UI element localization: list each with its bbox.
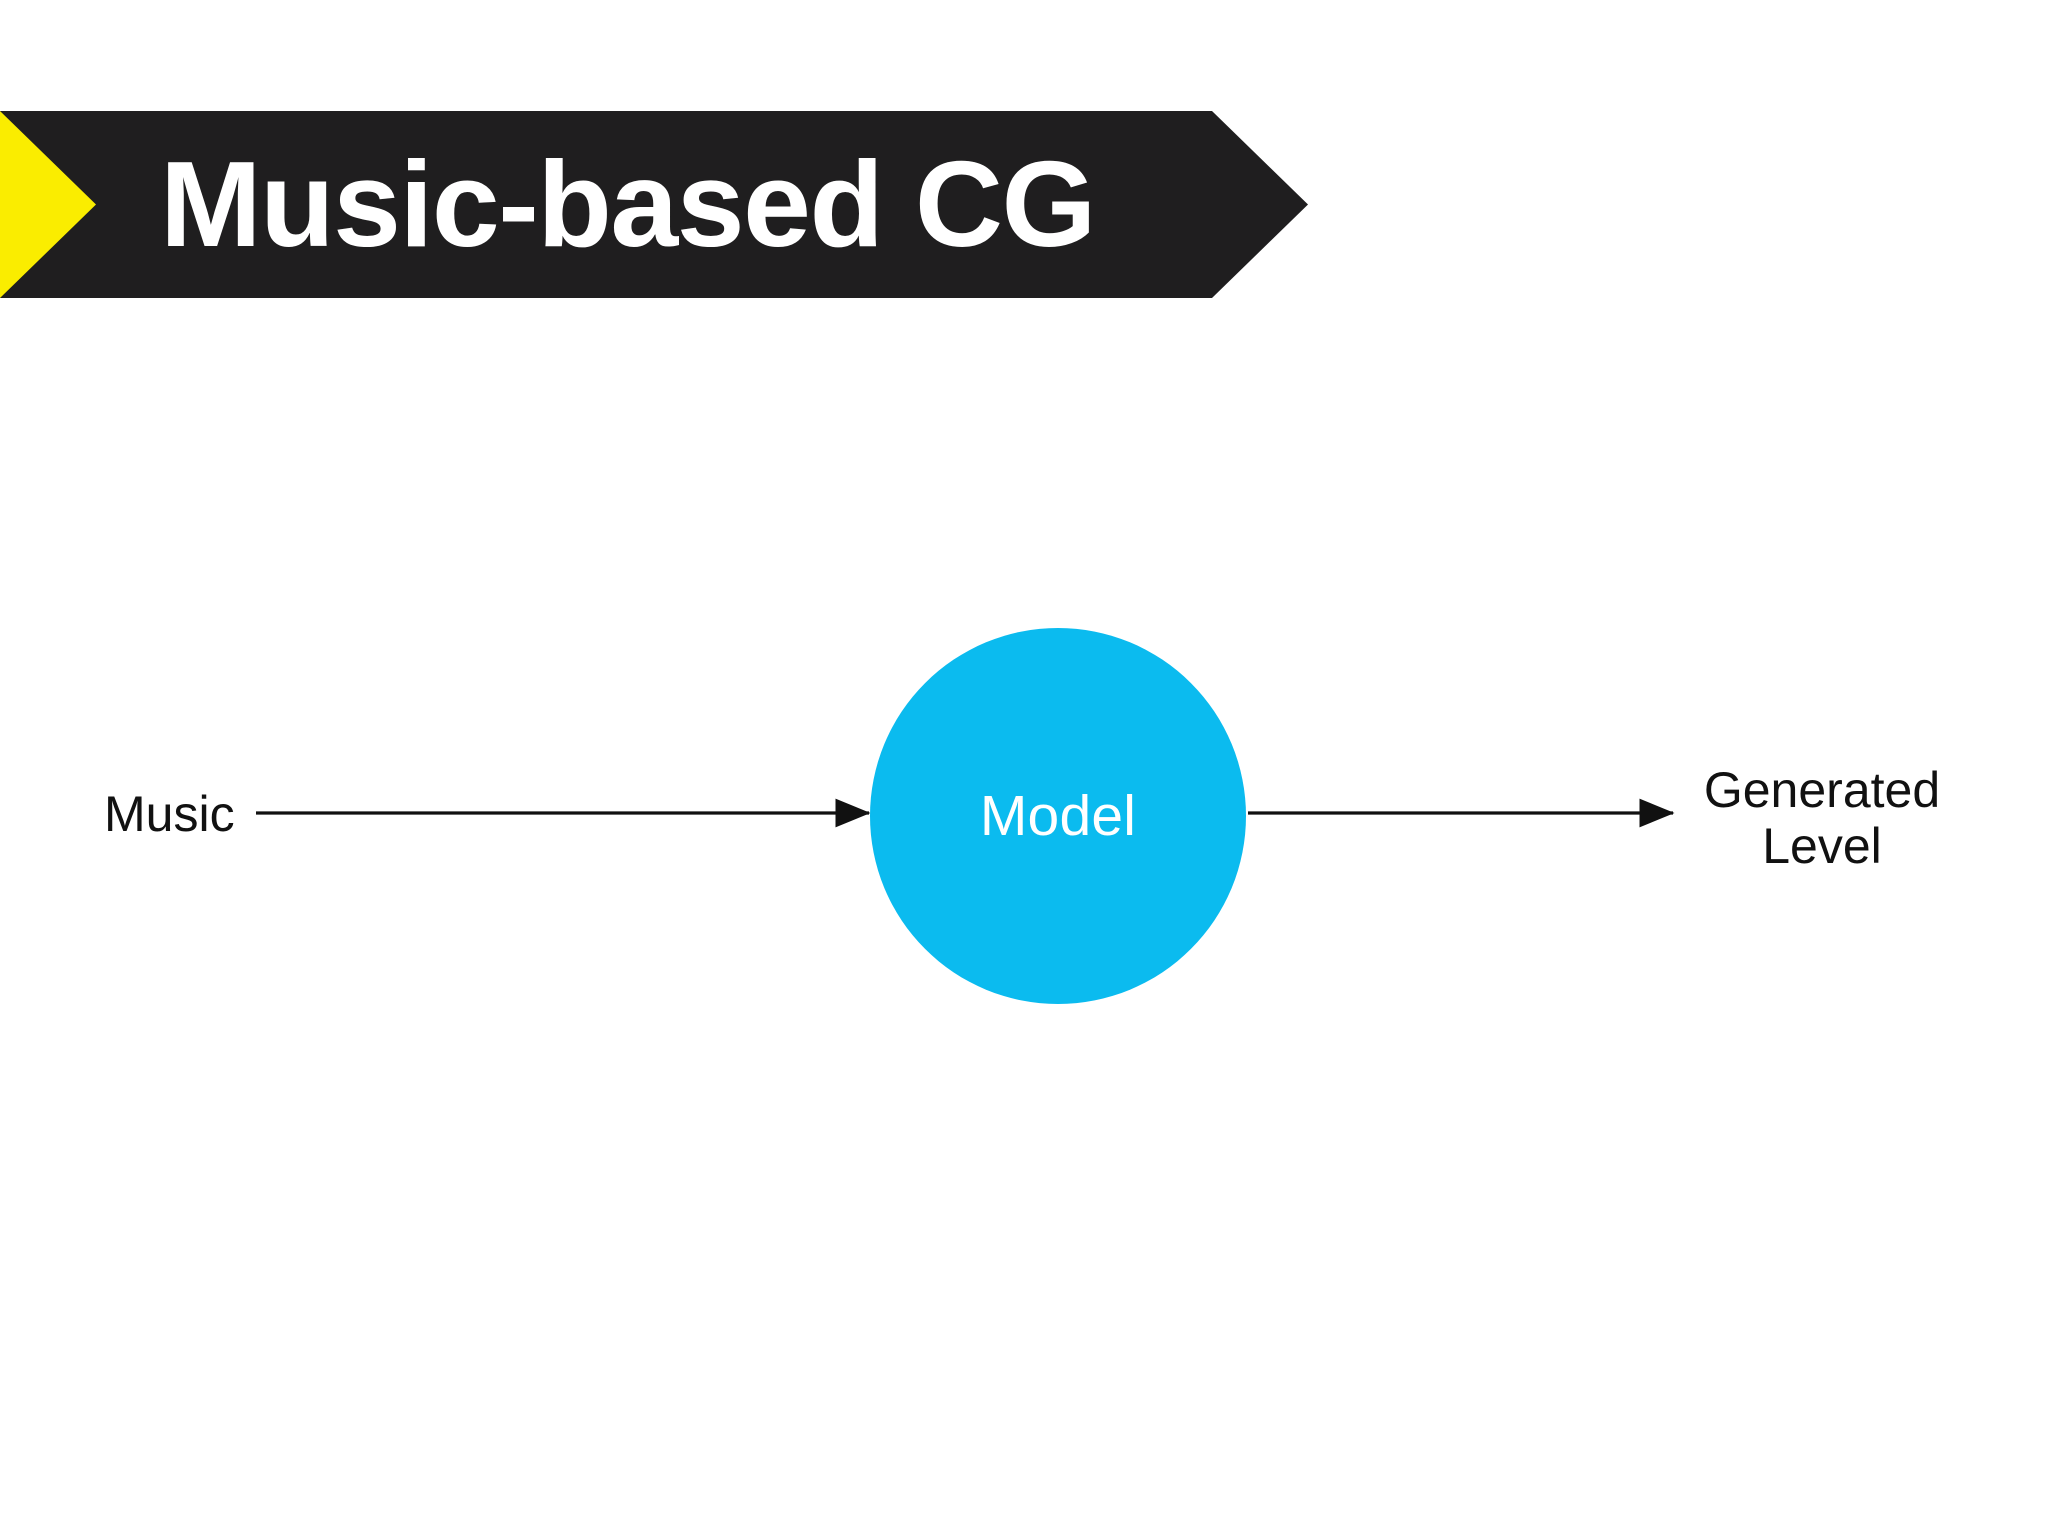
input-label-music: Music: [104, 786, 235, 842]
banner-dark-shape: [0, 111, 1308, 298]
output-label-generated-level: Generated Level: [1703, 762, 1941, 874]
node-model: [870, 628, 1246, 1004]
node-model-label: Model: [979, 784, 1137, 848]
banner-yellow-chevron-icon: [0, 111, 96, 298]
page-title: Music-based CG: [160, 136, 1096, 272]
title-banner-shape: [0, 111, 1308, 298]
title-banner: Music-based CG: [0, 111, 1310, 298]
